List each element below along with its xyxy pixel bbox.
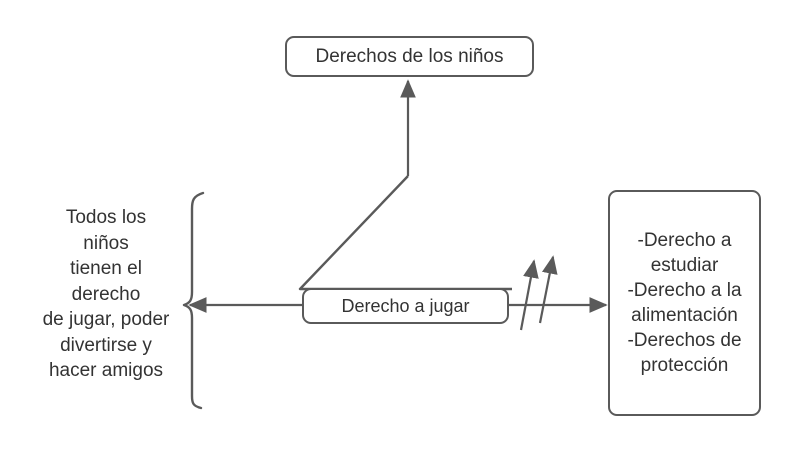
rights-list-line: -Derecho a bbox=[637, 230, 732, 251]
rights-list-line: protección bbox=[640, 355, 729, 376]
rights-list-line: alimentación bbox=[631, 305, 738, 326]
node-label: Derecho a jugar bbox=[341, 295, 470, 316]
node-derechos-de-los-ninos[interactable]: Derechos de los niños bbox=[285, 36, 534, 77]
brace-note-line: Todos los bbox=[65, 207, 147, 228]
rights-list-line: -Derechos de bbox=[627, 330, 742, 351]
rights-list: -Derecho a estudiar -Derecho a la alimen… bbox=[616, 228, 753, 378]
brace-note-line: de jugar, poder bbox=[42, 309, 170, 330]
brace-note-line: derecho bbox=[71, 283, 141, 305]
diagonal-arrow-2 bbox=[538, 255, 558, 324]
node-lista-derechos[interactable]: -Derecho a estudiar -Derecho a la alimen… bbox=[608, 190, 761, 416]
node-label: Derechos de los niños bbox=[315, 45, 504, 67]
brace-note-line: tienen el bbox=[70, 258, 142, 279]
rights-list-line: -Derecho a la bbox=[627, 280, 742, 301]
curly-brace-shape bbox=[182, 191, 205, 410]
brace-note-line: divertirse y bbox=[60, 334, 152, 356]
diagonal-arrow-1 bbox=[519, 259, 539, 331]
brace-note-line: niños bbox=[83, 232, 129, 254]
triangle-shape bbox=[298, 175, 512, 291]
node-derecho-a-jugar[interactable]: Derecho a jugar bbox=[302, 288, 509, 324]
brace-note-text: Todos los niños tienen el derecho de jug… bbox=[22, 205, 190, 384]
rights-list-line: estudiar bbox=[650, 255, 719, 276]
brace-note-line: hacer amigos bbox=[48, 360, 164, 381]
